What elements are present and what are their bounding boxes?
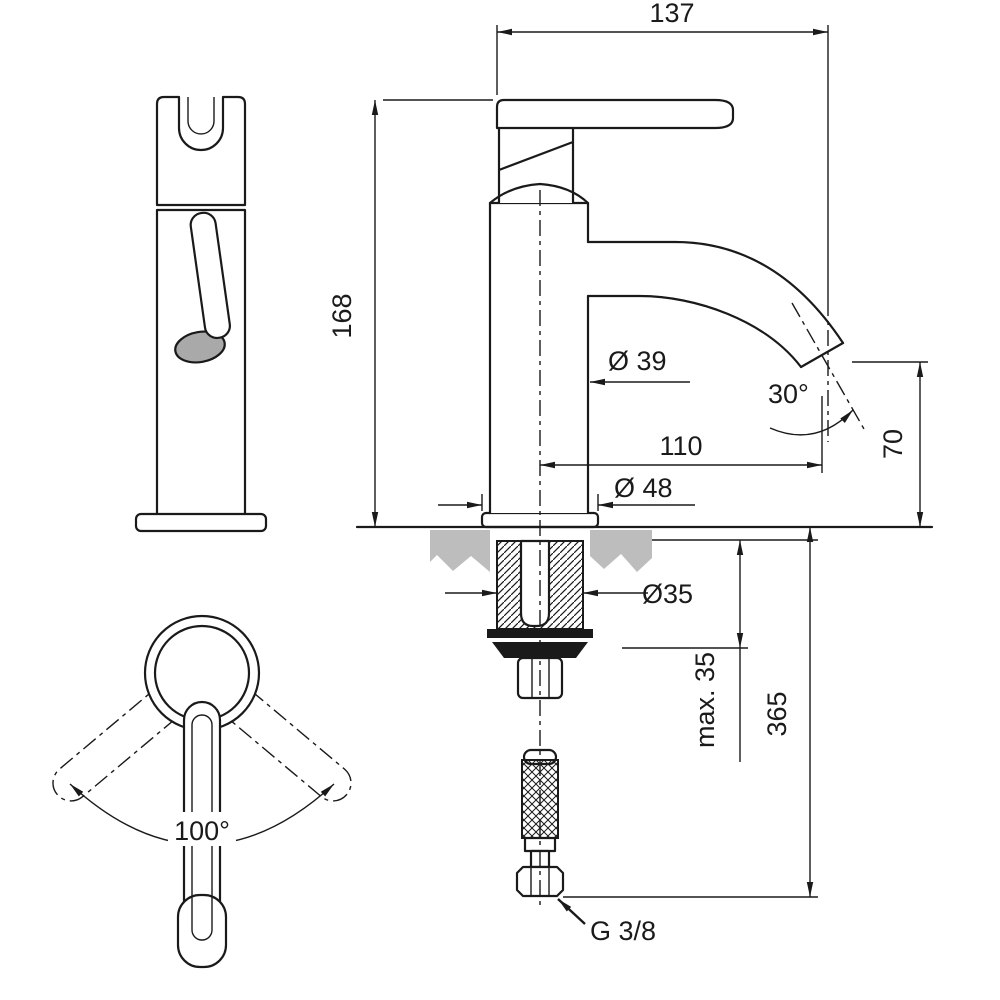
- side-view: [480, 98, 845, 529]
- top-handle-knob: [176, 893, 228, 969]
- outlet-angled-centerline: [791, 302, 865, 430]
- mounting-nut-facets: [531, 658, 550, 698]
- side-spout-top: [586, 240, 845, 345]
- centerlines: [539, 190, 865, 908]
- dimensions: 137 168 Ø 39 30° 110 70 Ø 48 Ø35 ma: [327, 0, 928, 946]
- base-diameter-label: Ø 48: [614, 473, 673, 503]
- overall-width-label: 137: [649, 0, 694, 28]
- body-diameter-label: Ø 39: [608, 346, 667, 376]
- side-body-dome: [488, 182, 590, 205]
- side-body-fill: [490, 203, 588, 513]
- leader-thread: [557, 898, 586, 925]
- deck-broken-section-right: [590, 530, 652, 572]
- side-spout-fill: [588, 242, 843, 367]
- shank-inner-tube: [519, 539, 551, 628]
- shank-diameter-label: Ø35: [642, 579, 693, 609]
- spout-height-label: 70: [878, 429, 908, 459]
- front-handle-knob: [174, 330, 226, 364]
- leader-spout-angle: [769, 409, 854, 436]
- side-handle-lever: [495, 98, 735, 130]
- hose-length-label: 365: [762, 691, 792, 736]
- connection-thread-label: G 3/8: [590, 916, 656, 946]
- front-handle-notch-inner: [187, 97, 215, 135]
- overall-height-label: 168: [327, 293, 357, 338]
- front-top-block: [155, 95, 247, 207]
- deck-broken-section-left: [430, 530, 490, 572]
- spout-angle-label: 30°: [768, 379, 809, 409]
- side-body-outline: [488, 201, 590, 515]
- front-view: [134, 95, 268, 533]
- max-thickness-label: max. 35: [690, 652, 720, 748]
- front-handle-lever: [189, 211, 231, 340]
- side-neck-outline: [497, 126, 575, 205]
- swivel-label-backing: [168, 812, 236, 846]
- spout-projection-label: 110: [659, 431, 702, 461]
- hose-connector-nut-facets: [530, 867, 550, 896]
- front-base-flange: [134, 512, 268, 533]
- side-spout-bottom: [586, 294, 803, 369]
- top-view: 100°: [52, 614, 352, 969]
- swivel-angle-label: 100°: [174, 816, 230, 846]
- countertop-section: [355, 525, 934, 572]
